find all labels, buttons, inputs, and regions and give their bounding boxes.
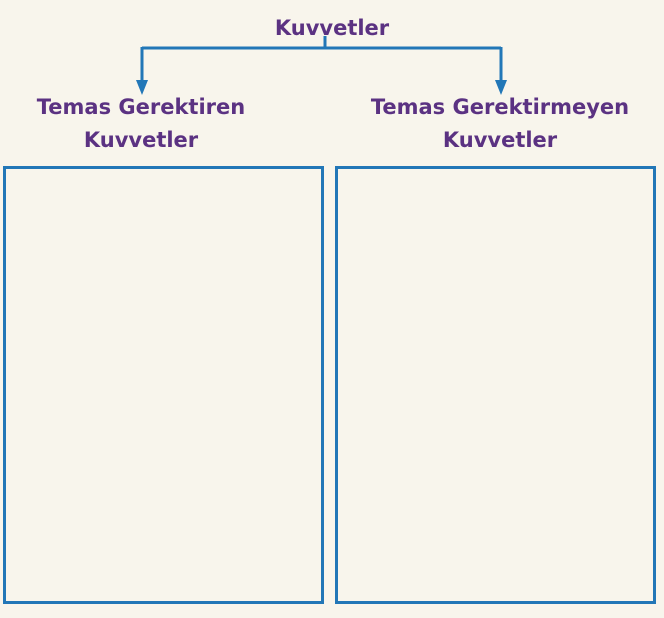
non-contact-forces-heading-line1: Temas Gerektirmeyen [370,95,630,119]
non-contact-forces-heading-line2: Kuvvetler [442,128,558,152]
non-contact-forces-heading: Temas Gerektirmeyen Kuvvetler [357,91,643,157]
contact-forces-box [3,166,324,604]
contact-forces-heading-line1: Temas Gerektiren [36,95,246,119]
right-arrowhead [495,80,507,95]
contact-forces-heading-line2: Kuvvetler [83,128,199,152]
root-node-label: Kuvvetler [274,16,390,40]
contact-forces-heading: Temas Gerektiren Kuvvetler [0,91,282,157]
non-contact-forces-box [335,166,656,604]
left-arrowhead [136,80,148,95]
